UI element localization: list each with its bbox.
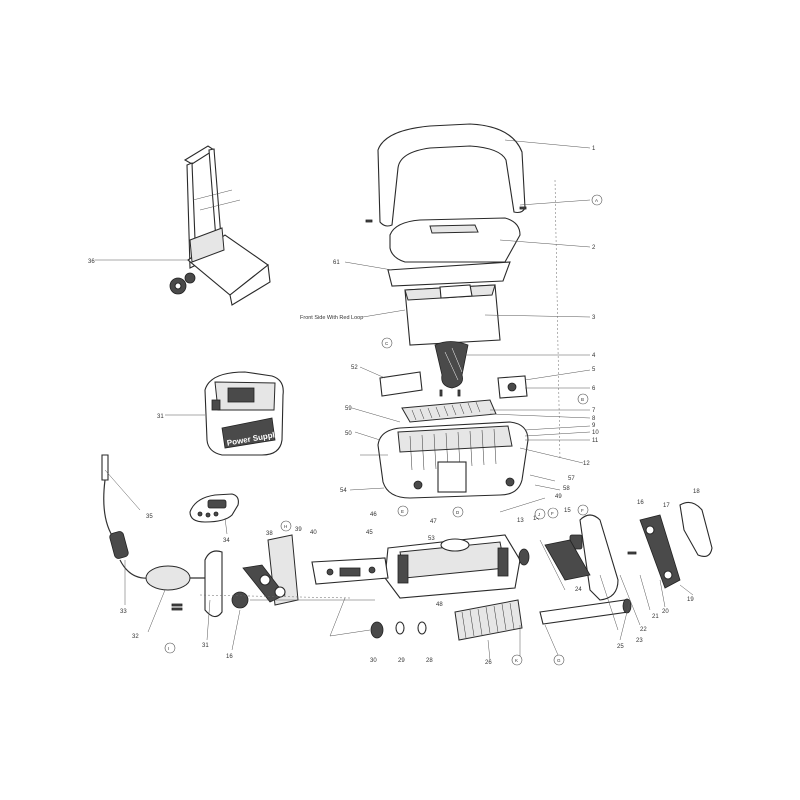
top-handle (377, 123, 526, 227)
label-17: 17 (663, 503, 670, 509)
label-53: 53 (428, 536, 435, 542)
bushings (370, 548, 530, 639)
label-48: 48 (436, 602, 443, 608)
label-3: 3 (592, 315, 596, 321)
caddy-cart (169, 145, 271, 306)
letter-callouts: A B C D E F F G H I J K (164, 194, 603, 666)
callout-d: D (456, 510, 460, 515)
label-14: 14 (533, 516, 540, 522)
label-11: 11 (592, 438, 599, 444)
screws (171, 206, 637, 611)
leader-lines (95, 139, 694, 661)
label-10: 10 (592, 430, 599, 436)
label-58: 58 (563, 486, 570, 492)
label-52: 52 (351, 365, 358, 371)
label-24: 24 (575, 587, 582, 593)
label-39: 39 (295, 527, 302, 533)
label-57: 57 (568, 476, 575, 482)
power-supply: Power Supply (204, 371, 284, 456)
label-22: 22 (640, 627, 647, 633)
label-18: 18 (693, 489, 700, 495)
remote-control (189, 493, 239, 523)
label-31-side: 31 (202, 643, 209, 649)
label-23: 23 (636, 638, 643, 644)
label-6: 6 (592, 386, 596, 392)
label-8: 8 (592, 416, 596, 422)
callout-g: G (557, 658, 561, 663)
label-34: 34 (223, 538, 230, 544)
label-2: 2 (592, 245, 596, 251)
label-31-psu: 31 (157, 414, 164, 420)
label-1: 1 (592, 146, 596, 152)
label-12: 12 (583, 461, 590, 467)
label-9: 9 (592, 423, 596, 429)
side-flap (379, 371, 423, 397)
label-4: 4 (592, 353, 596, 359)
label-32: 32 (132, 634, 139, 640)
callout-f2: F (581, 508, 584, 513)
label-47: 47 (430, 519, 437, 525)
label-29: 29 (398, 658, 405, 664)
label-25: 25 (617, 644, 624, 650)
label-33: 33 (120, 609, 127, 615)
label-36: 36 (88, 259, 95, 265)
label-16-right: 16 (637, 500, 644, 506)
brush-roller (454, 599, 523, 641)
motor-chassis (384, 534, 521, 599)
label-50: 50 (345, 431, 352, 437)
label-20: 20 (662, 609, 669, 615)
left-side-plate (204, 534, 299, 618)
callout-a: A (595, 198, 598, 203)
label-35: 35 (146, 514, 153, 520)
label-13: 13 (517, 518, 524, 524)
callout-i: I (168, 646, 169, 651)
label-15: 15 (564, 508, 571, 514)
label-54: 54 (340, 488, 347, 494)
callout-b: B (581, 397, 584, 402)
label-30: 30 (370, 658, 377, 664)
label-46: 46 (370, 512, 377, 518)
filter-gasket (387, 261, 511, 287)
label-59: 59 (345, 406, 352, 412)
label-49: 49 (555, 494, 562, 500)
label-16-left: 16 (226, 654, 233, 660)
cable-swivel (101, 454, 210, 591)
label-26: 26 (485, 660, 492, 666)
callout-h: H (284, 524, 287, 529)
callout-j: J (538, 512, 540, 517)
roller-tube (539, 598, 632, 625)
motor-bracket (497, 375, 528, 399)
callout-f1: F (551, 511, 554, 516)
main-body (377, 421, 529, 499)
label-45: 45 (366, 530, 373, 536)
label-28: 28 (426, 658, 433, 664)
label-7: 7 (592, 408, 596, 414)
impeller (434, 341, 469, 389)
label-40: 40 (310, 530, 317, 536)
lid (389, 217, 521, 263)
label-38: 38 (266, 531, 273, 537)
callout-e: E (401, 509, 404, 514)
part-number-labels: 1 2 3 4 5 6 7 8 9 10 11 12 13 14 15 16 1… (88, 146, 700, 666)
control-panel (311, 557, 389, 585)
label-61: 61 (333, 260, 340, 266)
right-side-plates (544, 501, 713, 601)
callout-k: K (515, 658, 518, 663)
front-side-note: Front Side With Red Loop (300, 315, 363, 321)
filter-basket (404, 284, 501, 346)
callout-c: C (385, 341, 389, 346)
label-5: 5 (592, 367, 596, 373)
filter-grid (401, 399, 497, 423)
label-21: 21 (652, 614, 659, 620)
label-19: 19 (687, 597, 694, 603)
